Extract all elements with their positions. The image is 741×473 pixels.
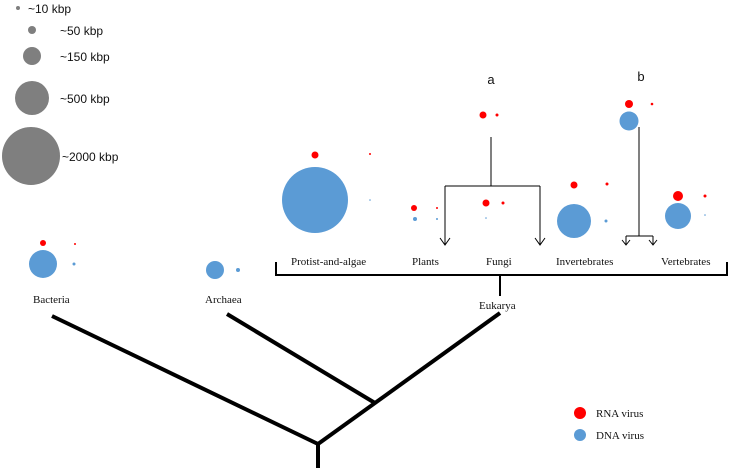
- dna-legend-label: DNA virus: [596, 430, 644, 442]
- scale-label-500kbp: ~500 kbp: [60, 92, 110, 106]
- marker-b: b: [637, 69, 644, 84]
- rna-virus-large: [40, 240, 46, 246]
- group-label-protist: Protist-and-algae: [291, 256, 366, 268]
- dna-virus-large: [557, 204, 591, 238]
- group-label-vertebrates: Vertebrates: [661, 256, 710, 268]
- invertebrates-viruses: [557, 181, 609, 238]
- dna-virus-large: [29, 250, 57, 278]
- scale-label-50kbp: ~50 kbp: [60, 24, 103, 38]
- dna-virus-small: [436, 218, 438, 220]
- archaea-viruses: [206, 261, 240, 279]
- rna-virus-small: [501, 201, 505, 205]
- dna-virus-small: [369, 199, 371, 201]
- domain-label-eukarya: Eukarya: [479, 300, 516, 312]
- eukarya-bracket: [275, 262, 728, 296]
- rna-virus-small: [703, 194, 707, 198]
- rna-virus-pre-small: [650, 102, 654, 106]
- scale-circle-10kbp: [16, 6, 20, 10]
- group-label-fungi: Fungi: [486, 256, 512, 268]
- dna-virus-small: [704, 214, 706, 216]
- group-label-invertebrates: Invertebrates: [556, 256, 613, 268]
- fungi-viruses: [479, 111, 505, 219]
- color-legend: RNA virus DNA virus: [574, 407, 644, 442]
- dna-virus-small: [236, 268, 240, 272]
- rna-virus-pre-small: [495, 113, 499, 117]
- rna-virus-pre-large: [479, 111, 487, 119]
- dna-virus-large: [665, 203, 691, 229]
- dna-virus-large: [282, 167, 348, 233]
- group-label-plants: Plants: [412, 256, 439, 268]
- rna-virus-large: [311, 151, 319, 159]
- rna-virus-large: [570, 181, 578, 189]
- rna-virus-pre-large: [625, 100, 633, 108]
- scale-circle-150kbp: [23, 47, 41, 65]
- plants-viruses: [411, 205, 438, 221]
- dna-virus-small: [72, 262, 76, 266]
- scale-circle-500kbp: [15, 81, 49, 115]
- marker-a: a: [487, 72, 495, 87]
- scale-label-2000kbp: ~2000 kbp: [62, 150, 119, 164]
- scale-circle-2000kbp: [2, 127, 60, 185]
- vertebrates-viruses: [619, 100, 707, 229]
- bacteria-viruses: [29, 240, 76, 278]
- phylogenetic-tree: [51, 311, 502, 468]
- rna-virus-small: [605, 182, 609, 186]
- tree-branch-bacteria: [51, 314, 319, 446]
- rna-virus-small: [74, 243, 76, 245]
- bracket-a: [439, 137, 546, 246]
- dna-virus-small: [485, 217, 487, 219]
- size-scale-legend: ~10 kbp ~50 kbp ~150 kbp ~500 kbp ~2000 …: [2, 2, 119, 185]
- rna-virus-small: [369, 153, 371, 155]
- dna-virus-large: [413, 217, 417, 221]
- rna-legend-label: RNA virus: [596, 408, 643, 420]
- tree-branch-archaea-eukarya: [316, 311, 502, 446]
- rna-legend-swatch: [574, 407, 586, 419]
- rna-virus-large: [482, 199, 490, 207]
- tree-branch-archaea: [225, 312, 377, 405]
- dna-virus-large: [206, 261, 224, 279]
- scale-label-10kbp: ~10 kbp: [28, 2, 71, 16]
- scale-label-150kbp: ~150 kbp: [60, 50, 110, 64]
- domain-label-bacteria: Bacteria: [33, 294, 70, 306]
- bracket-b: [621, 127, 658, 246]
- dna-virus-pre-large: [619, 111, 639, 131]
- rna-virus-large: [411, 205, 417, 211]
- scale-circle-50kbp: [28, 26, 36, 34]
- domain-label-archaea: Archaea: [205, 294, 242, 306]
- dna-legend-swatch: [574, 429, 586, 441]
- dna-virus-small: [604, 219, 608, 223]
- protist-viruses: [282, 151, 371, 233]
- rna-virus-small: [436, 207, 438, 209]
- rna-virus-large: [673, 191, 683, 201]
